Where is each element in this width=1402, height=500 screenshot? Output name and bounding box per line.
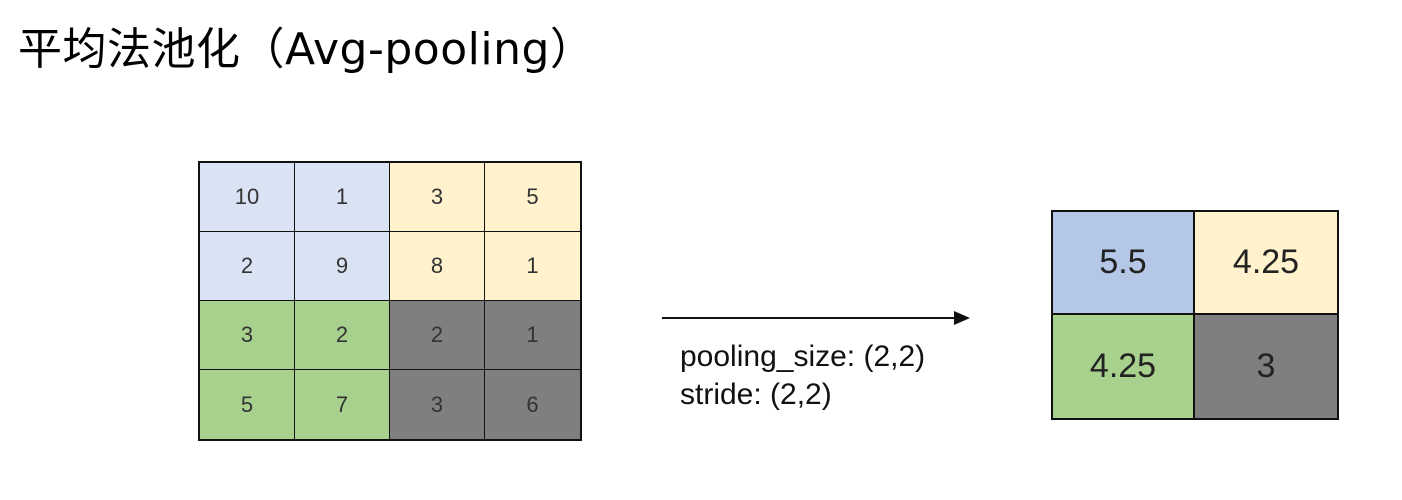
input-matrix-cell: 3 <box>200 301 295 370</box>
input-matrix-cell: 2 <box>295 301 390 370</box>
input-matrix-cell: 7 <box>295 370 390 439</box>
input-matrix-cell: 9 <box>295 232 390 301</box>
output-matrix-cell: 5.5 <box>1053 212 1195 315</box>
pooling-parameters: pooling_size: (2,2) stride: (2,2) <box>680 338 925 414</box>
input-matrix-cell: 2 <box>390 301 485 370</box>
input-matrix-cell: 10 <box>200 163 295 232</box>
output-matrix-cell: 3 <box>1195 315 1337 418</box>
input-matrix-cell: 5 <box>485 163 580 232</box>
input-matrix-cell: 1 <box>295 163 390 232</box>
page-title: 平均法池化（Avg-pooling） <box>18 24 595 75</box>
input-matrix-cell: 3 <box>390 163 485 232</box>
right-arrow-icon <box>662 311 970 325</box>
input-matrix-cell: 6 <box>485 370 580 439</box>
input-matrix-cell: 3 <box>390 370 485 439</box>
input-matrix-cell: 8 <box>390 232 485 301</box>
input-matrix-cell: 1 <box>485 232 580 301</box>
input-matrix-cell: 1 <box>485 301 580 370</box>
transform-arrow <box>662 308 972 328</box>
input-matrix-cell: 2 <box>200 232 295 301</box>
input-matrix-cell: 5 <box>200 370 295 439</box>
pooling-size-label: pooling_size: (2,2) <box>680 340 926 373</box>
output-matrix-cell: 4.25 <box>1195 212 1337 315</box>
output-matrix-cell: 4.25 <box>1053 315 1195 418</box>
stride-label: stride: (2,2) <box>680 378 832 411</box>
